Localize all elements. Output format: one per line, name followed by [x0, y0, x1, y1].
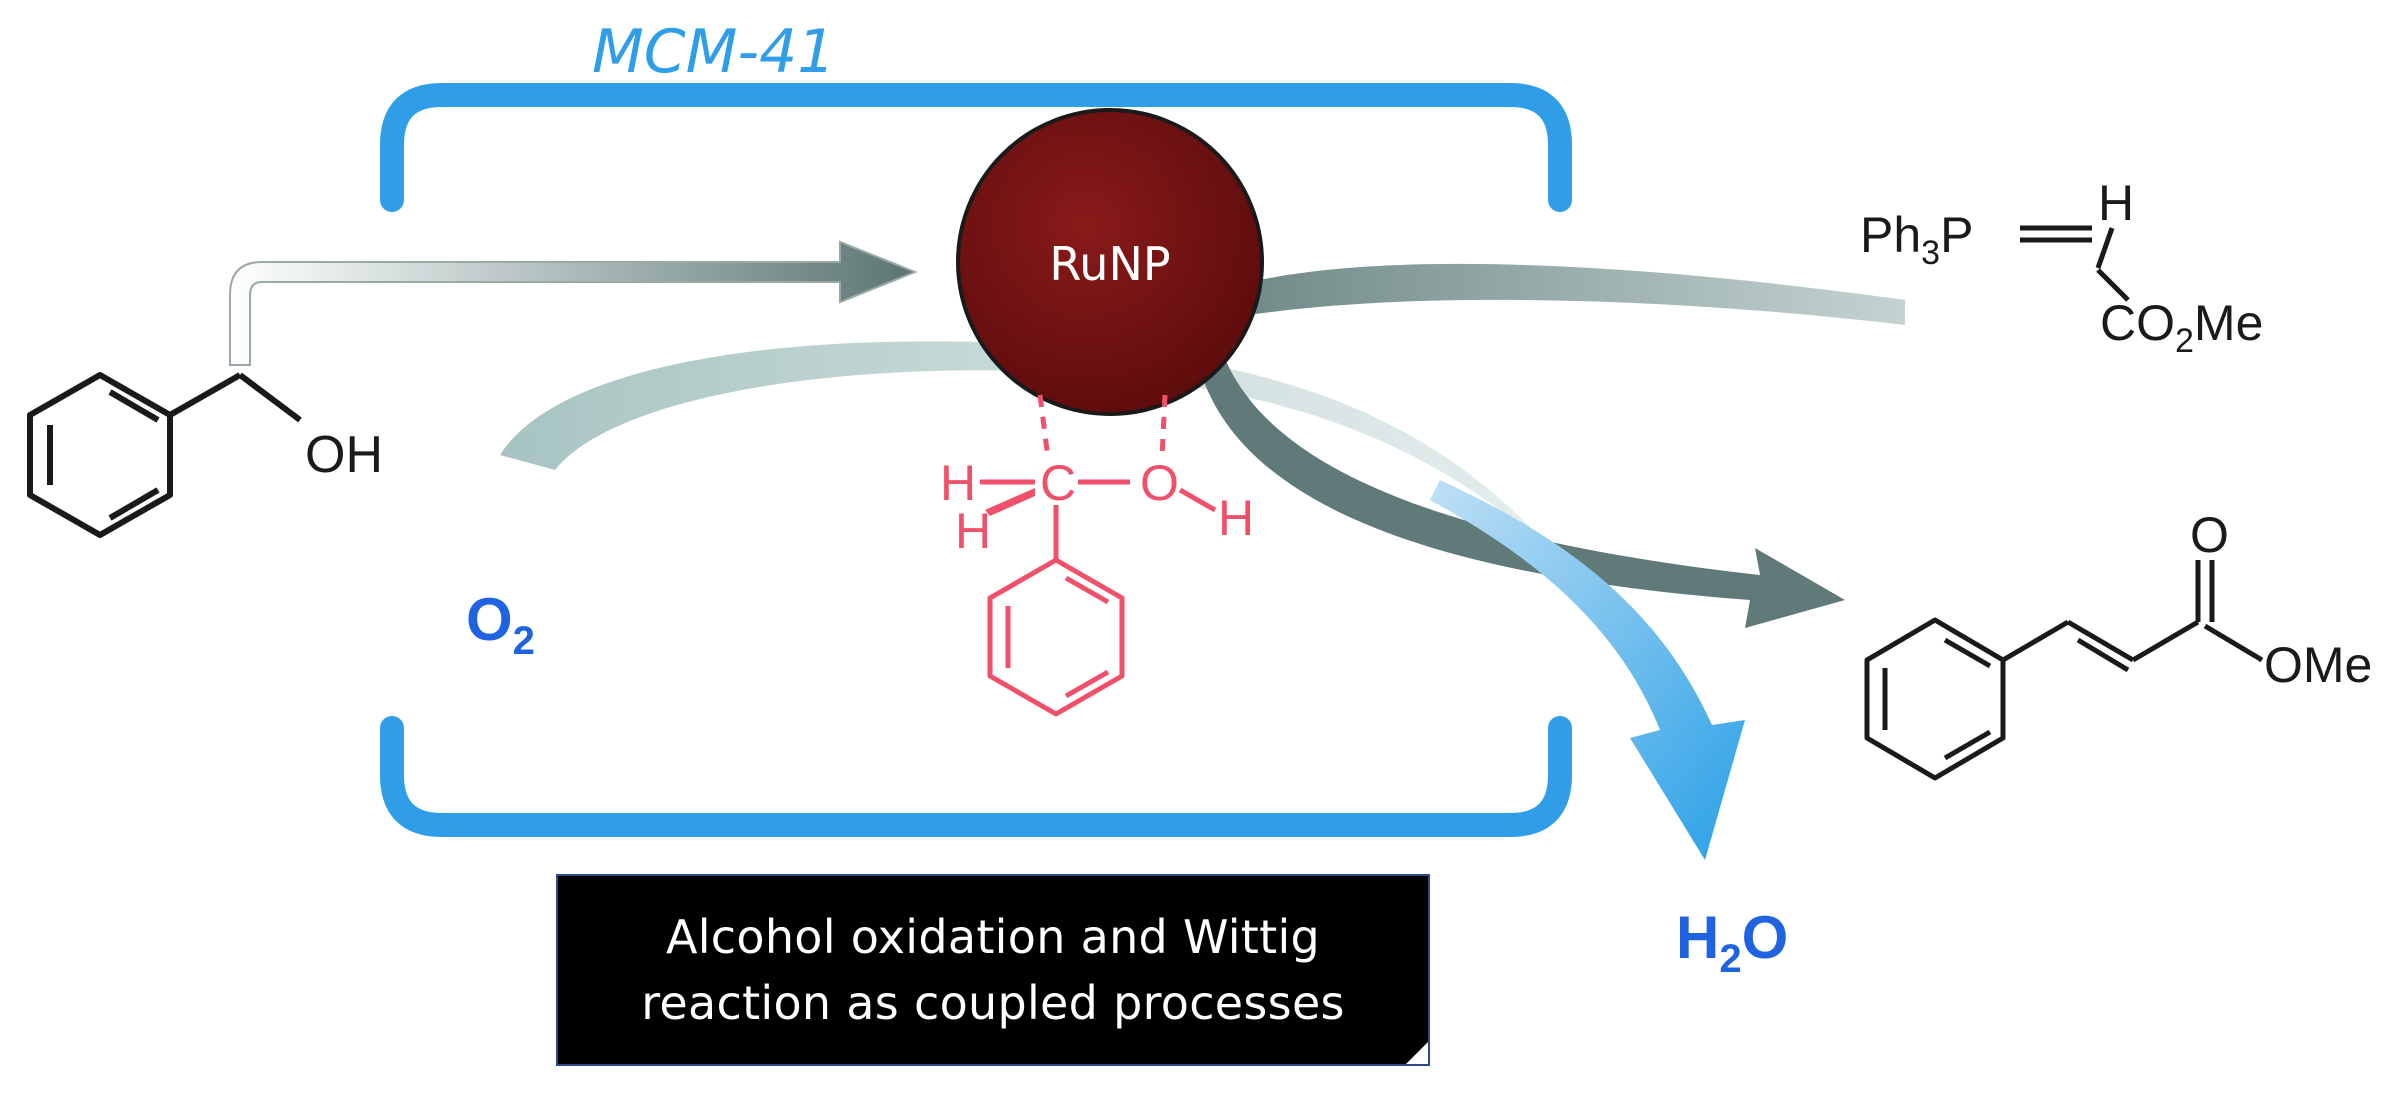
caption-corner-fold	[1406, 1042, 1428, 1064]
oxygen-label: O2	[466, 586, 535, 663]
caption-box: Alcohol oxidation and Wittig reaction as…	[556, 874, 1430, 1066]
water-label: H2O	[1676, 904, 1788, 981]
adsorbed-intermediate: H H C O H	[940, 394, 1254, 717]
ruthenium-nanoparticle: RuNP	[956, 108, 1264, 416]
ylide-ester-label: CO2Me	[2100, 295, 2263, 360]
product-ome-label: OMe	[2264, 637, 2372, 693]
alcohol-oh-label: OH	[305, 426, 383, 484]
product-carbonyl-o-label: O	[2190, 507, 2229, 563]
caption-line-2: reaction as coupled processes	[641, 976, 1345, 1030]
support-label: MCM-41	[592, 17, 835, 87]
ylide-ph3p-label: Ph3P	[1860, 207, 1973, 272]
caption-line-1: Alcohol oxidation and Wittig	[665, 910, 1321, 964]
intermediate-carbon: C	[1040, 455, 1076, 511]
ylide-inlet-swoosh	[1220, 263, 1905, 325]
catalyst-label: RuNP	[1049, 237, 1170, 291]
benzyl-alcohol-structure	[27, 372, 302, 538]
intermediate-oxygen: O	[1140, 455, 1179, 511]
water-outlet-arrow	[1430, 480, 1745, 860]
support-top-bracket	[380, 83, 1572, 212]
oxygen-inlet-swoosh	[500, 341, 1560, 560]
intermediate-h-right: H	[1218, 490, 1254, 546]
product-outlet-arrow	[1200, 345, 1845, 628]
intermediate-h-left: H	[940, 455, 976, 511]
ylide-h-label: H	[2098, 175, 2134, 231]
intermediate-h-lower: H	[955, 503, 991, 559]
wittig-ylide-structure: H Ph3P CO2Me	[1860, 175, 2263, 360]
support-bottom-bracket	[380, 716, 1572, 837]
substrate-inlet-arrow	[229, 240, 918, 366]
caption-text: Alcohol oxidation and Wittig reaction as…	[558, 904, 1428, 1036]
methyl-cinnamate-structure	[1864, 560, 2264, 781]
